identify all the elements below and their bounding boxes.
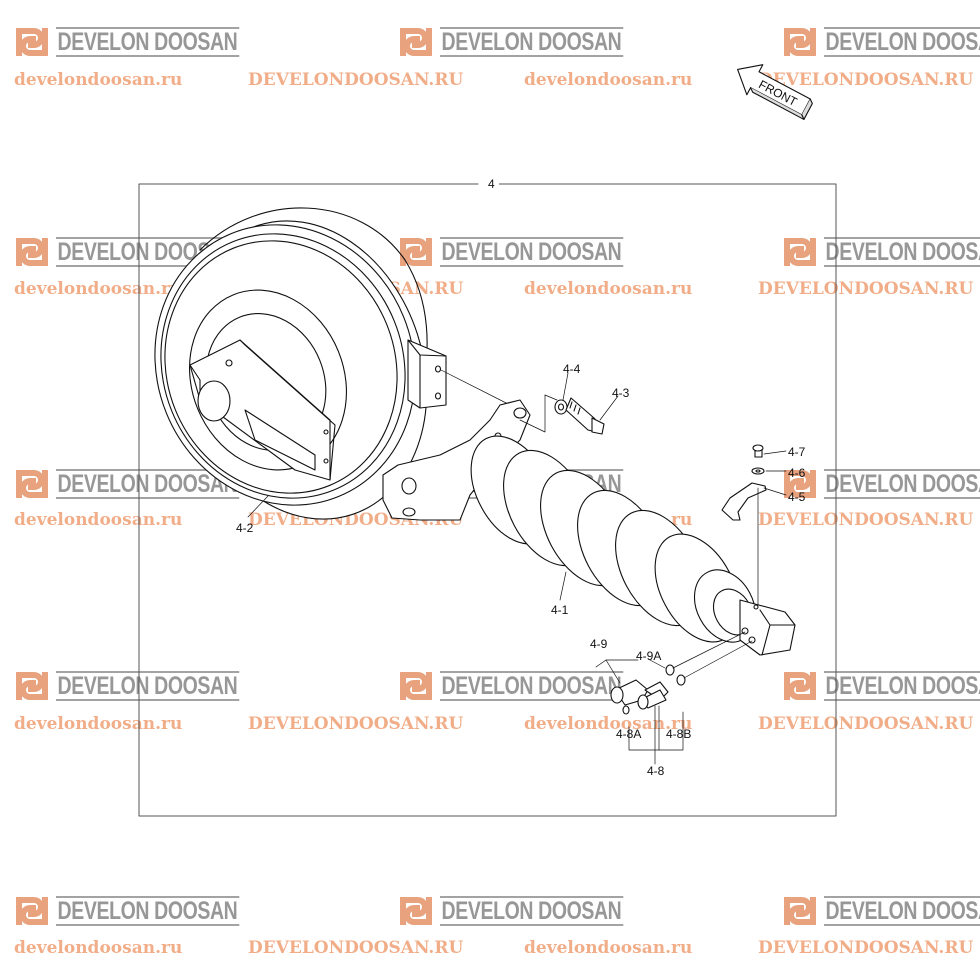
watermark-logo: DEVELON DOOSAN (14, 24, 291, 60)
watermark-url: develondoosan.ru (14, 70, 183, 90)
watermark-brand-text: DEVELON DOOSAN (440, 671, 623, 701)
watermark-url: develondoosan.ru (14, 938, 183, 958)
watermark-brand-text: DEVELON DOOSAN (824, 896, 980, 926)
develon-logo-icon (784, 470, 816, 498)
callout-4-9a: 4-9A (636, 649, 662, 663)
callout-4-2: 4-2 (236, 521, 254, 535)
watermark-brand-text: DEVELON DOOSAN (440, 27, 623, 57)
watermark-url: DEVELONDOOSAN.RU (248, 70, 464, 90)
watermark-url: develondoosan.ru (524, 714, 693, 734)
watermark-url: develondoosan.ru (524, 938, 693, 958)
watermark-brand-text: DEVELON DOOSAN (824, 27, 980, 57)
develon-logo-icon (784, 238, 816, 266)
assembly-frame (138, 183, 837, 817)
callout-4-8a: 4-8A (616, 727, 642, 741)
watermark-brand-text: DEVELON DOOSAN (824, 671, 980, 701)
callout-4-6: 4-6 (788, 466, 806, 480)
watermark-logo: DEVELON DOOSAN (398, 668, 675, 704)
watermark-brand-text: DEVELON DOOSAN (56, 469, 239, 499)
bolt-and-washer-parts (519, 394, 605, 435)
recoil-spring-assembly-part (382, 399, 796, 656)
develon-logo-icon (16, 897, 48, 925)
callout-4-3: 4-3 (612, 386, 630, 400)
watermark-brand-text: DEVELON DOOSAN (824, 469, 980, 499)
develon-logo-icon (400, 897, 432, 925)
develon-logo-icon (400, 672, 432, 700)
watermark-url: DEVELONDOOSAN.RU (248, 938, 464, 958)
watermark-logo: DEVELON DOOSAN (398, 893, 675, 929)
plate-washer-bolt-parts (721, 444, 767, 606)
watermark-logo: DEVELON DOOSAN (398, 234, 675, 270)
watermark-logo: DEVELON DOOSAN (782, 466, 980, 502)
watermark-url: DEVELONDOOSAN.RU (758, 70, 974, 90)
callout-4-1: 4-1 (551, 603, 569, 617)
watermark-logo: DEVELON DOOSAN (398, 24, 675, 60)
develon-logo-icon (784, 672, 816, 700)
watermark-logo: DEVELON DOOSAN (782, 893, 980, 929)
watermark-url: DEVELONDOOSAN.RU (758, 714, 974, 734)
callout-4-5: 4-5 (788, 490, 806, 504)
front-direction-arrow-icon: FRONT (737, 64, 813, 120)
watermark-logo: DEVELON DOOSAN (782, 234, 980, 270)
watermark-logo: DEVELON DOOSAN (14, 466, 291, 502)
watermark-logo: DEVELON DOOSAN (14, 893, 291, 929)
watermark-logo: DEVELON DOOSAN (782, 668, 980, 704)
callout-4-4: 4-4 (563, 362, 581, 376)
develon-logo-icon (400, 28, 432, 56)
develon-logo-icon (16, 238, 48, 266)
watermark-url: develondoosan.ru (524, 279, 693, 299)
callout-4-8b: 4-8B (666, 727, 692, 741)
watermark-brand-text: DEVELON DOOSAN (56, 671, 239, 701)
watermark-url: develondoosan.ru (14, 279, 183, 299)
valve-parts (595, 631, 753, 765)
watermark-brand-text: DEVELON DOOSAN (440, 237, 623, 267)
watermark-logo: DEVELON DOOSAN (782, 24, 980, 60)
front-idler-part (154, 207, 521, 520)
assembly-number-label: 4 (484, 177, 499, 191)
watermark-logo: DEVELON DOOSAN (14, 668, 291, 704)
develon-logo-icon (784, 897, 816, 925)
watermark-url: DEVELONDOOSAN.RU (758, 510, 974, 530)
develon-logo-icon (400, 238, 432, 266)
develon-logo-icon (16, 672, 48, 700)
callout-4-7: 4-7 (788, 445, 806, 459)
callout-4-8: 4-8 (647, 764, 665, 778)
watermark-url: develondoosan.ru (524, 70, 693, 90)
develon-logo-icon (784, 28, 816, 56)
watermark-url: develondoosan.ru (14, 510, 183, 530)
watermark-brand-text: DEVELON DOOSAN (440, 896, 623, 926)
callout-4-9: 4-9 (590, 637, 608, 651)
watermark-brand-text: DEVELON DOOSAN (824, 237, 980, 267)
watermark-url: DEVELONDOOSAN.RU (758, 279, 974, 299)
callout-leaders (247, 372, 787, 601)
watermark-url: DEVELONDOOSAN.RU (758, 938, 974, 958)
develon-logo-icon (16, 470, 48, 498)
watermark-brand-text: DEVELON DOOSAN (56, 27, 239, 57)
watermark-url: DEVELONDOOSAN.RU (248, 714, 464, 734)
watermark-url: develondoosan.ru (14, 714, 183, 734)
watermark-brand-text: DEVELON DOOSAN (56, 896, 239, 926)
develon-logo-icon (16, 28, 48, 56)
